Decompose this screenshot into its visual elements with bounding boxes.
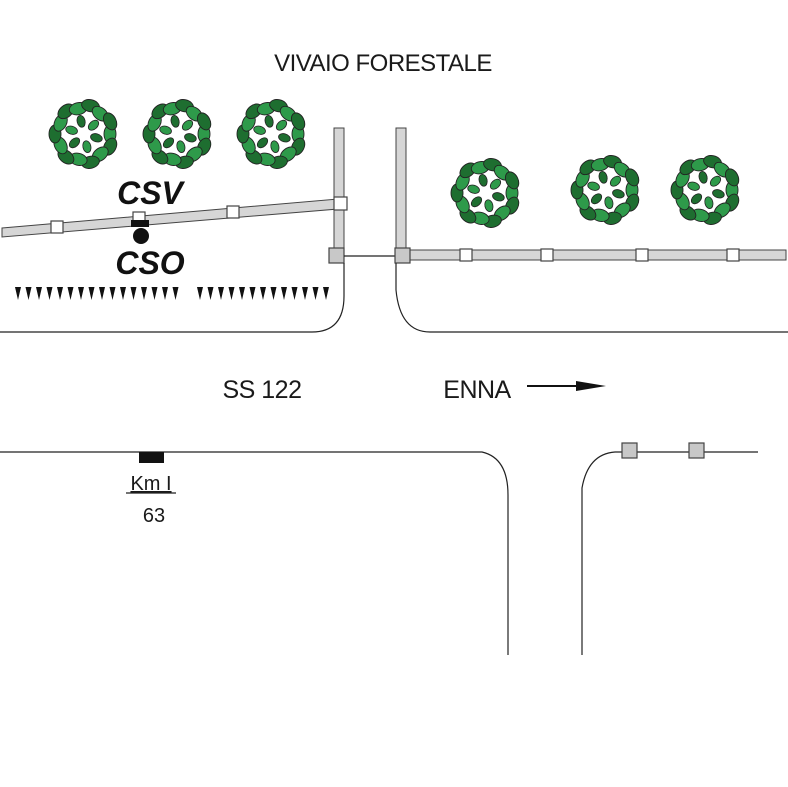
km-label: Km I bbox=[130, 473, 171, 495]
right-fence bbox=[394, 127, 787, 264]
fence-corner-post bbox=[328, 247, 345, 264]
seedling-icon bbox=[162, 287, 168, 300]
seedling-rows bbox=[15, 287, 329, 300]
seedling-icon bbox=[15, 287, 21, 300]
seedling-icon bbox=[302, 287, 308, 300]
fence-post bbox=[459, 248, 473, 262]
fence-post bbox=[226, 205, 240, 219]
seedling-icon bbox=[46, 287, 53, 300]
seedling-icon bbox=[207, 287, 214, 300]
fence-post bbox=[635, 248, 649, 262]
station-marker bbox=[131, 220, 149, 227]
fence-post bbox=[726, 248, 740, 262]
right-fence-post-vertical bbox=[395, 127, 407, 259]
seedling-icon bbox=[228, 287, 235, 300]
tree-icon bbox=[570, 155, 640, 225]
seedling-icon bbox=[99, 287, 105, 300]
tree-icon bbox=[236, 99, 306, 169]
road-edge-top-left bbox=[0, 263, 345, 333]
seedling-icon bbox=[36, 287, 42, 300]
seedling-icon bbox=[57, 287, 63, 300]
seedling-icon bbox=[291, 287, 298, 300]
tree-icon bbox=[670, 155, 740, 225]
fence-post bbox=[50, 220, 64, 234]
left-fence-post-vertical bbox=[333, 127, 345, 259]
seedling-icon bbox=[312, 287, 319, 300]
seedling-icon bbox=[88, 287, 95, 300]
road-edge-top-right bbox=[395, 263, 788, 333]
road-edge-bottom-left bbox=[0, 451, 509, 655]
fence-post bbox=[540, 248, 554, 262]
seedling-icon bbox=[260, 287, 266, 300]
fence-corner-post bbox=[394, 247, 411, 264]
seedling-icon bbox=[249, 287, 256, 300]
tree-icon bbox=[48, 99, 118, 169]
seedling-icon bbox=[323, 287, 329, 300]
km-marker-icon bbox=[139, 452, 164, 463]
seedling-icon bbox=[141, 287, 147, 300]
seedling-icon bbox=[120, 287, 126, 300]
tree-group bbox=[48, 99, 740, 228]
map-title: VIVAIO FORESTALE bbox=[274, 50, 492, 77]
direction-label: ENNA bbox=[443, 376, 511, 404]
fence-post bbox=[333, 196, 348, 211]
seedling-icon bbox=[172, 287, 179, 300]
seedling-icon bbox=[270, 287, 277, 300]
seedling-icon bbox=[218, 287, 224, 300]
tree-icon bbox=[450, 158, 520, 228]
km-value: 63 bbox=[143, 505, 165, 527]
seedling-icon bbox=[281, 287, 287, 300]
arrow-right-icon bbox=[527, 381, 606, 391]
fence-post bbox=[688, 442, 705, 459]
seedling-icon bbox=[67, 287, 74, 300]
station-cso-label: CSO bbox=[115, 245, 184, 281]
road-label: SS 122 bbox=[222, 376, 301, 404]
seedling-icon bbox=[239, 287, 245, 300]
left-fence bbox=[1, 127, 348, 264]
station-csv-label: CSV bbox=[117, 175, 185, 211]
road-edge-bottom-right bbox=[581, 451, 758, 655]
seedling-icon bbox=[78, 287, 84, 300]
tree-icon bbox=[142, 99, 212, 169]
fence-post bbox=[621, 442, 638, 459]
seedling-icon bbox=[25, 287, 32, 300]
seedling-icon bbox=[130, 287, 137, 300]
seedling-icon bbox=[197, 287, 203, 300]
seedling-icon bbox=[151, 287, 158, 300]
station-dot-icon bbox=[133, 228, 149, 244]
seedling-icon bbox=[109, 287, 116, 300]
